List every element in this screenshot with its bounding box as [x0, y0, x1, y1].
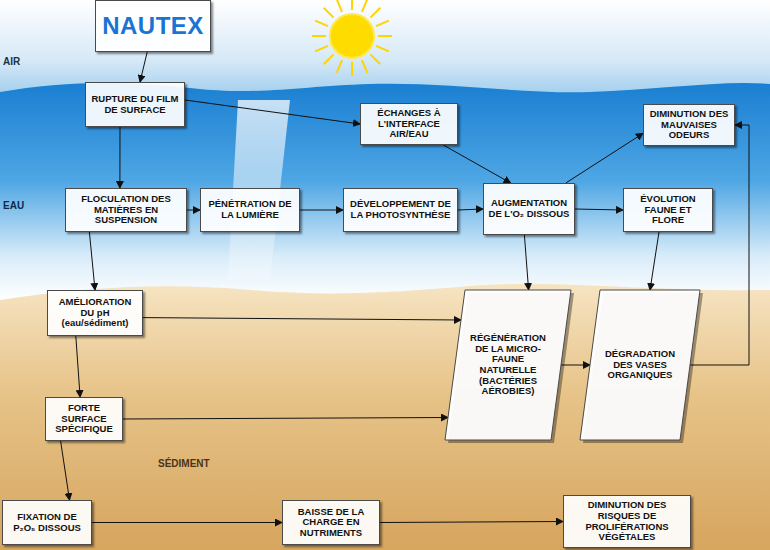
process-box: PÉNÉTRATION DE LA LUMIÈRE — [200, 188, 300, 232]
box-text: FLOCULATION DES MATIÈRES EN SUSPENSION — [70, 194, 182, 226]
box-text: AMÉLIORATION DU pH (eau/sédiment) — [52, 297, 138, 329]
zone-label: EAU — [3, 200, 24, 211]
process-box: AUGMENTATION DE L'O₂ DISSOUS — [483, 183, 575, 235]
sun-ray — [370, 8, 380, 18]
box-text: RUPTURE DU FILM DE SURFACE — [90, 94, 180, 115]
process-box: RUPTURE DU FILM DE SURFACE — [85, 82, 185, 127]
flow-arrow — [89, 232, 95, 290]
flow-arrow — [300, 210, 343, 211]
box-outline — [445, 290, 571, 440]
flow-arrow — [143, 318, 461, 320]
flow-arrow — [575, 209, 623, 210]
flow-arrow — [76, 336, 80, 397]
flow-arrow — [187, 210, 200, 211]
process-box: ÉCHANGES À L'INTERFACE AIR/EAU — [360, 103, 458, 145]
process-box: FIXATION DE P₂O₅ DISSOUS — [2, 500, 92, 545]
process-box: DÉVELOPPEMENT DE LA PHOTOSYNTHÈSE — [343, 188, 458, 232]
sun-ray — [362, 60, 367, 73]
flow-arrow — [650, 232, 659, 290]
zone-label: SÉDIMENT — [158, 458, 210, 469]
flow-arrow — [443, 145, 510, 183]
process-box: ÉVOLUTION FAUNE ET FLORE — [623, 188, 713, 232]
sun-ray — [376, 46, 389, 51]
box-text: ÉVOLUTION FAUNE ET FLORE — [628, 194, 708, 226]
sun-ray — [315, 21, 328, 26]
flow-arrow — [380, 522, 563, 523]
sun-ray — [337, 0, 342, 12]
sun-ray — [376, 21, 389, 26]
box-text: BAISSE DE LA CHARGE EN NUTRIMENTS — [287, 507, 375, 539]
sun — [312, 0, 392, 76]
box-text: FORTE SURFACE SPÉCIFIQUE — [50, 403, 118, 435]
sun-ray — [370, 54, 380, 64]
flow-arrow — [566, 133, 643, 183]
sun-ray — [324, 8, 334, 18]
slanted-process-box: RÉGÉNÉRATION DE LA MICRO-FAUNE NATURELLE… — [445, 290, 571, 440]
flow-arrow — [185, 100, 360, 124]
flow-arrow — [140, 52, 147, 82]
box-text: ÉCHANGES À L'INTERFACE AIR/EAU — [365, 108, 453, 140]
flow-arrow — [524, 235, 528, 290]
sun-ray — [315, 46, 328, 51]
flow-arrow — [690, 125, 749, 365]
flow-arrow — [119, 127, 120, 188]
process-box: FLOCULATION DES MATIÈRES EN SUSPENSION — [65, 188, 187, 232]
box-text: DIMINUTION DES RISQUES DE PROLIFÉRATIONS… — [568, 500, 686, 543]
sediment-zone — [0, 284, 770, 550]
box-text: DÉVELOPPEMENT DE LA PHOTOSYNTHÈSE — [348, 199, 453, 220]
box-text: FIXATION DE P₂O₅ DISSOUS — [7, 512, 87, 533]
sun-ray — [351, 0, 353, 10]
flow-arrow — [61, 441, 70, 500]
process-box: BAISSE DE LA CHARGE EN NUTRIMENTS — [282, 500, 380, 545]
sun-ray — [378, 35, 392, 37]
box-text: PÉNÉTRATION DE LA LUMIÈRE — [205, 199, 295, 220]
slanted-process-box: DÉGRADATION DES VASES ORGANIQUES — [580, 290, 700, 440]
sun-ray — [324, 54, 334, 64]
sun-ray — [351, 62, 353, 76]
brand-box: NAUTEX — [95, 0, 211, 52]
flow-arrow — [123, 418, 448, 420]
process-box: FORTE SURFACE SPÉCIFIQUE — [45, 397, 123, 441]
sun-ray — [337, 60, 342, 73]
zone-label: AIR — [3, 56, 20, 67]
box-outline — [580, 290, 700, 440]
process-box: DIMINUTION DES MAUVAISES ODEURS — [643, 104, 735, 146]
sun-ray — [362, 0, 367, 12]
box-text: RÉGÉNÉRATION DE LA MICRO-FAUNE NATURELLE… — [469, 333, 547, 397]
process-box: AMÉLIORATION DU pH (eau/sédiment) — [47, 290, 143, 336]
brand-name: NAUTEX — [102, 13, 204, 40]
process-box: DIMINUTION DES RISQUES DE PROLIFÉRATIONS… — [563, 495, 691, 548]
box-text: DÉGRADATION DES VASES ORGANIQUES — [604, 349, 676, 381]
sun-ray — [312, 35, 326, 37]
flow-arrow — [458, 209, 483, 210]
box-text: AUGMENTATION DE L'O₂ DISSOUS — [488, 198, 570, 219]
flow-arrow — [92, 522, 282, 523]
box-text: DIMINUTION DES MAUVAISES ODEURS — [648, 109, 730, 141]
flow-arrow — [561, 365, 590, 366]
